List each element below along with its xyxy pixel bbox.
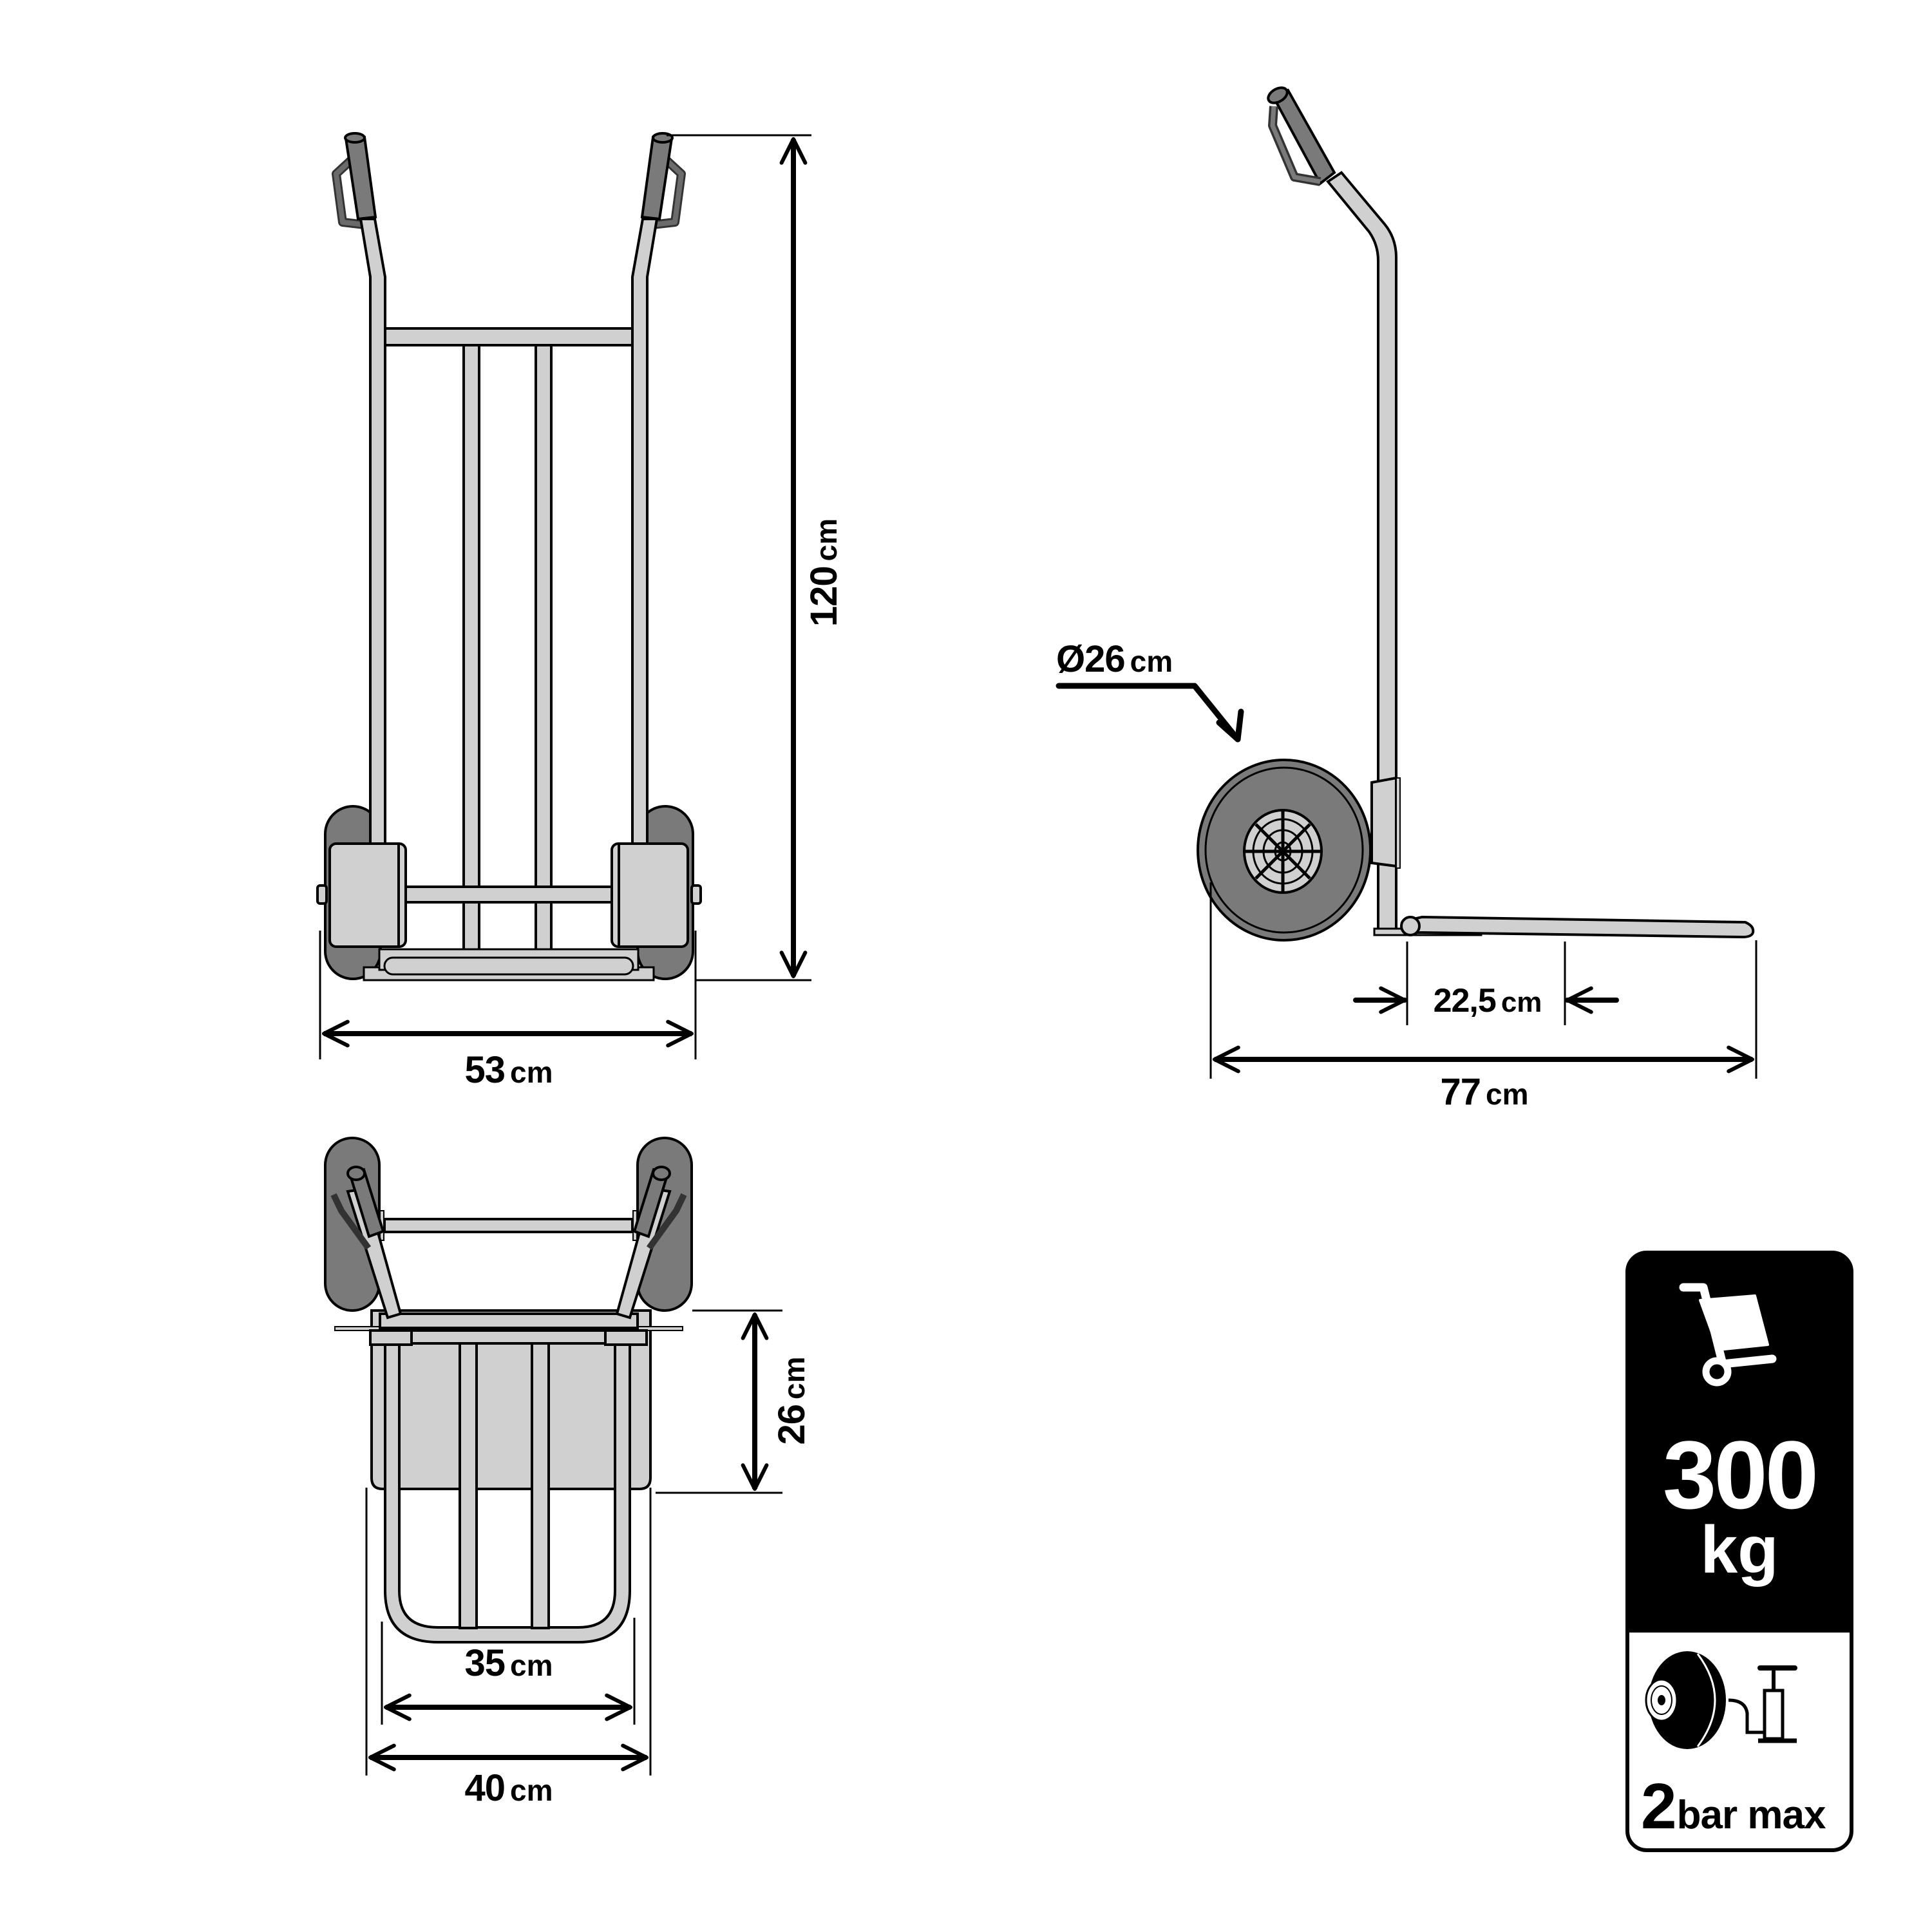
wheel-diameter-pointer	[1056, 683, 1241, 743]
front-left-wheel-cover	[328, 842, 407, 948]
tire-pressure-label: 2bar max	[1641, 1770, 1826, 1842]
front-height-label: 120cm	[803, 518, 845, 627]
hand-truck-icon	[1679, 1283, 1777, 1387]
front-left-grip	[344, 135, 377, 221]
spec-badge	[1625, 1251, 1853, 1852]
side-nose-plate	[1404, 915, 1755, 939]
front-right-wheel-cover	[611, 842, 689, 948]
front-top-crossbar	[384, 327, 634, 346]
tire-pump-icon	[1645, 1651, 1797, 1749]
side-view	[1056, 86, 1757, 1079]
top-view	[324, 1137, 782, 1776]
front-view	[316, 132, 811, 1059]
load-capacity-unit: kg	[1700, 1513, 1779, 1587]
top-frame-loop	[384, 1332, 631, 1643]
front-nose-plate	[383, 956, 634, 976]
front-right-grip	[640, 135, 674, 221]
load-capacity-value: 300	[1662, 1421, 1819, 1529]
front-axle	[403, 886, 614, 904]
top-nose-depth-label: 26cm	[771, 1356, 813, 1445]
top-nose-plate	[370, 1309, 652, 1490]
